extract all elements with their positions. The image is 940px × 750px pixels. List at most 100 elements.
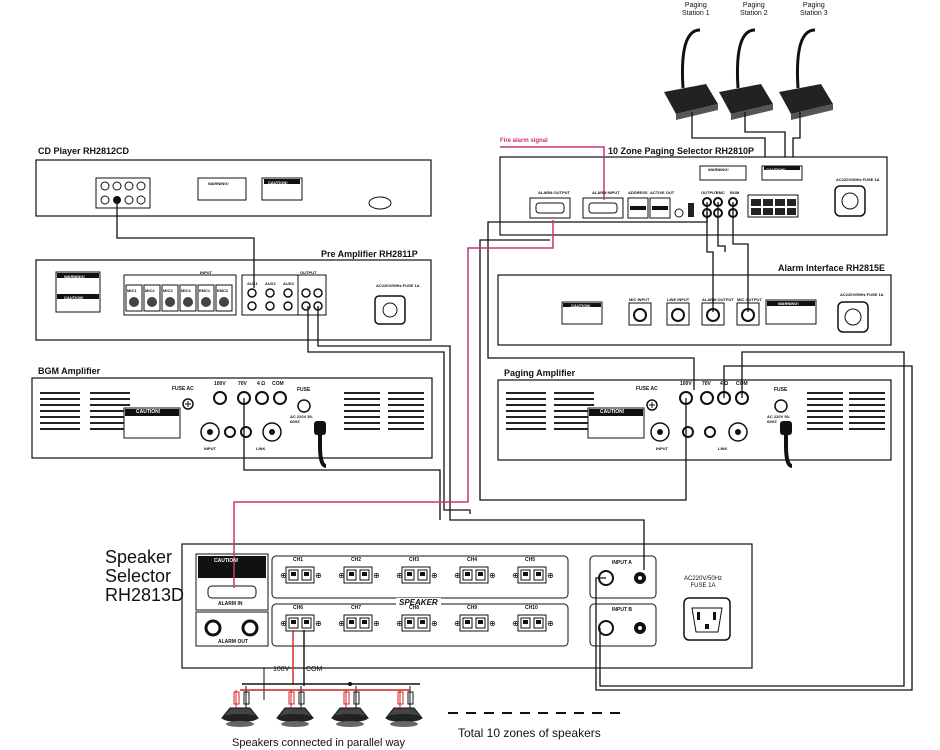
channel-label-ch3: CH3 — [409, 557, 420, 563]
ps-warning-label: WARNING! — [708, 167, 729, 172]
station-1-line1: Paging — [684, 2, 707, 9]
bgm-amplifier-title: BGM Amplifier — [38, 366, 101, 376]
station-label-3: Paging Station 3 — [800, 2, 828, 18]
cd-warning-label: WARNING! — [208, 181, 229, 186]
channel-label-ch6: CH6 — [293, 605, 304, 611]
pa-input-label: INPUT — [656, 446, 668, 451]
pre-aux-label-1: AUX2 — [265, 281, 276, 286]
station-2-line1: Paging — [742, 2, 765, 9]
pre-input-label-5: EMC2 — [217, 288, 229, 293]
ps-emc-label: EMC — [716, 190, 725, 195]
speaker-3 — [330, 686, 370, 727]
station-label-1: Paging Station 1 — [682, 2, 710, 18]
pre-input-label-1: MIC2 — [145, 288, 155, 293]
channel-terminal-ch9: ⊕⊕ — [454, 614, 496, 632]
ss-input-b-label: INPUT B — [612, 607, 632, 613]
ss-alarm-in-label: ALARM IN — [218, 601, 243, 607]
ps-active-out-label: ACTIVE OUT — [650, 190, 675, 195]
paging-selector-panel — [499, 156, 888, 236]
svg-text:⊕: ⊕ — [454, 619, 461, 628]
pa-fuse-ac-label: FUSE AC — [636, 386, 658, 392]
speaker-selector-panel — [181, 543, 753, 700]
paging-amplifier-title: Paging Amplifier — [504, 368, 576, 378]
speaker-2 — [275, 686, 315, 727]
paging-station-3 — [779, 28, 833, 120]
alarm-interface-jack-label-1: LINE INPUT — [667, 297, 690, 302]
channel-terminal-ch7: ⊕⊕ — [338, 614, 380, 632]
channel-terminal-ch6: ⊕⊕ — [280, 614, 322, 632]
speaker-selector-title-line2: Selector — [105, 566, 172, 586]
channel-terminal-ch1: ⊕⊕ — [280, 566, 322, 584]
ss-speaker-label: SPEAKER — [396, 598, 441, 607]
station-3-line2: Station 3 — [800, 10, 828, 17]
svg-text:⊕: ⊕ — [489, 571, 496, 580]
pa-ac-rating-label: AC 220V 50-60HZ — [767, 414, 791, 424]
speaker-1 — [220, 686, 260, 727]
channel-label-ch2: CH2 — [351, 557, 362, 563]
pre-amplifier-panel — [35, 259, 432, 341]
channel-terminal-ch10: ⊕⊕ — [512, 614, 554, 632]
channel-label-ch8: CH8 — [409, 605, 420, 611]
ps-output-label: OUTPUT — [701, 190, 718, 195]
station-3-line1: Paging — [802, 2, 825, 9]
bgm-tap-0: 100V — [214, 381, 226, 387]
svg-text:⊕: ⊕ — [315, 571, 322, 580]
parallel-caption: Speakers connected in parallel way — [232, 737, 406, 749]
svg-text:⊕: ⊕ — [547, 619, 554, 628]
pa-fuse-label: FUSE — [774, 387, 788, 393]
alarm-interface-title: Alarm Interface RH2815E — [778, 263, 886, 273]
svg-text:⊕: ⊕ — [489, 619, 496, 628]
paging-station-2 — [719, 28, 773, 120]
channel-label-ch9: CH9 — [467, 605, 478, 611]
svg-text:⊕: ⊕ — [396, 571, 403, 580]
pre-amplifier-title: Pre Amplifier RH2811P — [321, 249, 418, 259]
ss-ac-mains-label: AC220V/50Hz FUSE 1A — [684, 576, 722, 590]
ps-bgm-label: BGM — [730, 190, 740, 195]
pre-caution-label: CAUTION! — [64, 295, 84, 300]
speaker-channels: ⊕⊕⊕⊕⊕⊕⊕⊕⊕⊕⊕⊕⊕⊕⊕⊕⊕⊕⊕⊕ — [280, 566, 554, 632]
pre-input-label-0: MIC1 — [127, 288, 137, 293]
channel-terminal-ch5: ⊕⊕ — [512, 566, 554, 584]
ps-address-label: ADDRESS — [628, 190, 648, 195]
bgm-caution-label: CAUTION! — [136, 409, 161, 415]
svg-text:⊕: ⊕ — [373, 571, 380, 580]
pre-input-label: INPUT — [200, 270, 212, 275]
cd-player-panel — [35, 159, 432, 217]
paging-selector-title: 10 Zone Paging Selector RH2810P — [608, 146, 755, 156]
ss-ac-mains-line1: AC220V/50Hz — [684, 576, 723, 582]
pre-input-label-3: MIC4 — [181, 288, 191, 293]
alarm-interface-jack-label-3: MIC OUTPUT — [737, 297, 762, 302]
ss-ac-mains-line2: FUSE 1A — [690, 583, 716, 589]
cable-runs — [116, 202, 913, 691]
pre-input-label-2: MIC3 — [163, 288, 173, 293]
bgm-fuse-label: FUSE — [297, 387, 311, 393]
svg-text:⊕: ⊕ — [431, 619, 438, 628]
station-1-line2: Station 1 — [682, 10, 710, 17]
ai-mains-label: AC220V/50Hz FUSE 1A — [840, 292, 884, 297]
svg-text:⊕: ⊕ — [338, 571, 345, 580]
speaker-selector-title-line3: RH2813D — [105, 585, 185, 605]
ss-caution-label: CAUTION! — [214, 558, 239, 564]
paging-amp-tap-2: 4 Ω — [720, 381, 729, 387]
channel-label-ch5: CH5 — [525, 557, 536, 563]
channel-label-ch10: CH10 — [525, 605, 538, 611]
cd-player-title: CD Player RH2812CD — [38, 146, 130, 156]
alarm-interface-jack-label-0: MIC INPUT — [629, 297, 650, 302]
pre-input-label-4: EMC1 — [199, 288, 211, 293]
pre-warning-label: WARNING! — [64, 274, 85, 279]
ai-warning-label: WARNING! — [778, 301, 799, 306]
bgm-ac-rating-label: AC 220V 50-60HZ — [290, 414, 314, 424]
bgm-link-label: LINK — [256, 446, 266, 451]
pre-mains-label: AC220V/50Hz FUSE 1A — [376, 283, 420, 288]
channel-terminal-ch2: ⊕⊕ — [338, 566, 380, 584]
svg-text:⊕: ⊕ — [431, 571, 438, 580]
ss-input-a-label: INPUT A — [612, 560, 632, 566]
paging-amp-tap-0: 100V — [680, 381, 692, 387]
speaker-selector-title: Speaker Selector RH2813D — [105, 548, 184, 605]
speaker-selector-title-line1: Speaker — [105, 547, 173, 567]
svg-text:⊕: ⊕ — [315, 619, 322, 628]
svg-text:⊕: ⊕ — [512, 619, 519, 628]
ps-alarm-output-label: ALARM OUTPUT — [538, 190, 570, 195]
pa-caution-label: CAUTION! — [600, 409, 625, 415]
